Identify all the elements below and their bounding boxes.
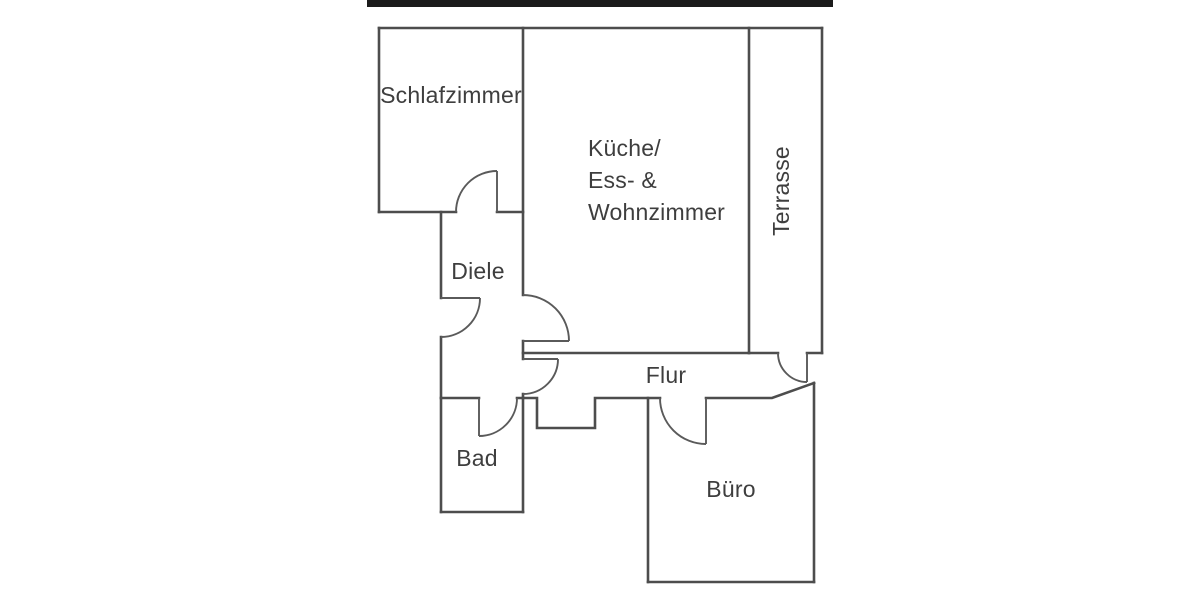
room-label-schlafzimmer: Schlafzimmer [380,82,522,108]
door-schlafzimmer [455,170,498,213]
door-flur-terrasse-arc [777,352,808,383]
room-label-bad: Bad [456,445,498,471]
door-bad-arc [478,397,518,437]
door-flur-terrasse [777,352,808,383]
room-label-kueche-line1: Küche/ [588,135,661,161]
door-diele-flur-arc [522,358,559,395]
wall-flur-bottom [521,381,816,430]
room-label-diele: Diele [451,258,504,284]
door-diele-flur [522,358,559,395]
door-entrance-diele [440,297,481,338]
room-label-flur: Flur [646,362,687,388]
door-buero [659,397,707,445]
room-label-terrasse: Terrasse [768,146,794,236]
door-diele-kueche-arc [522,294,570,342]
door-bad [478,397,518,437]
door-diele-kueche [522,294,570,342]
room-label-buero: Büro [706,476,755,502]
door-buero-arc [659,397,707,445]
door-schlafzimmer-arc [455,170,498,213]
door-entrance-arc [440,297,481,338]
top-border-bar [367,0,833,7]
room-label-kueche-line2: Ess- & [588,167,657,193]
room-label-kueche-line3: Wohnzimmer [588,199,725,225]
